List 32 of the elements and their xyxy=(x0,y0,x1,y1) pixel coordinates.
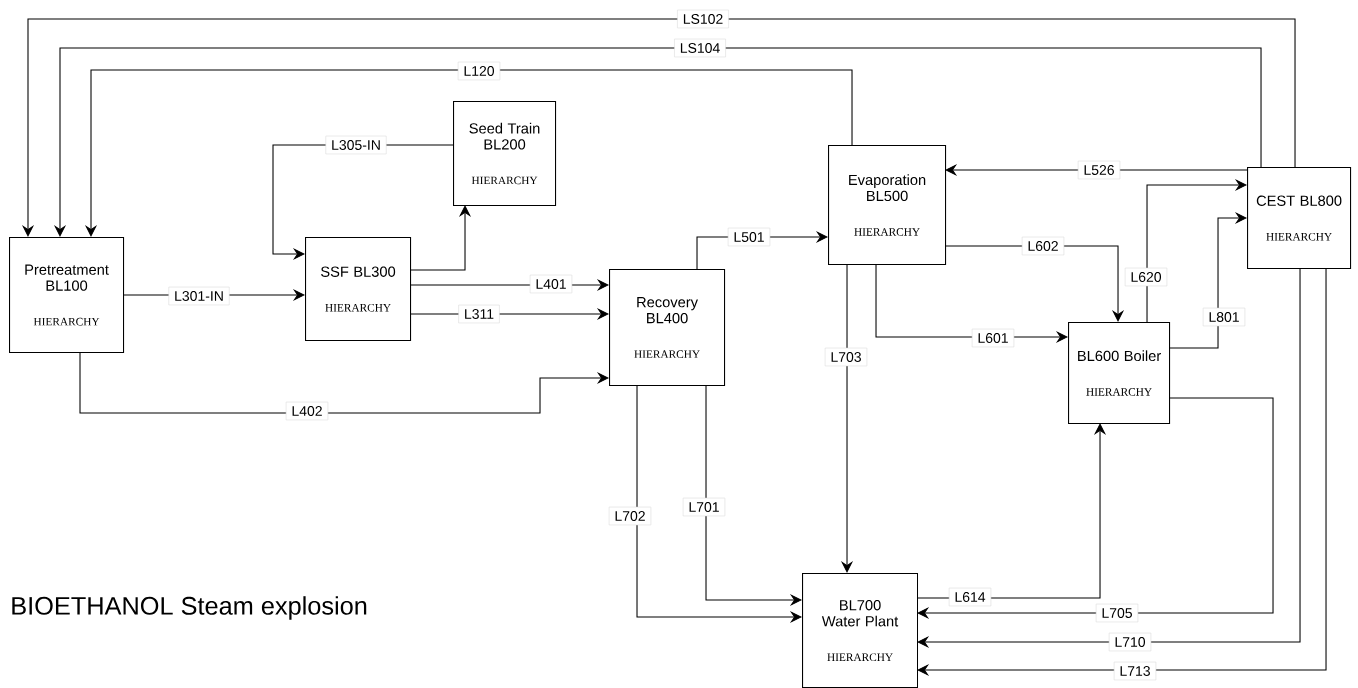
process-box: Pretreatment BL100 HIERARCHY xyxy=(9,237,125,354)
edge-label: L801 xyxy=(1202,307,1246,327)
edge-label: L614 xyxy=(948,587,992,607)
process-box: SSF BL300 HIERARCHY xyxy=(305,237,412,342)
edge-label: L601 xyxy=(971,328,1015,348)
process-box: CEST BL800 HIERARCHY xyxy=(1247,167,1352,270)
process-box: Recovery BL400 HIERARCHY xyxy=(609,269,726,387)
edge-label: L602 xyxy=(1021,236,1065,256)
arrow xyxy=(917,397,1274,620)
edge-label: L311 xyxy=(458,304,500,324)
title: BIOETHANOL Steam explosion xyxy=(12,596,367,620)
edge-label: L501 xyxy=(727,227,771,247)
edge-label: LS104 xyxy=(674,38,726,58)
edge-label: LS102 xyxy=(677,9,729,29)
edge-label: L705 xyxy=(1095,603,1139,623)
process-box: BL600 Boiler HIERARCHY xyxy=(1068,322,1171,425)
edge-label: L701 xyxy=(682,497,726,517)
edge-label: L703 xyxy=(824,347,868,367)
process-box: BL700 Water Plant HIERARCHY xyxy=(802,573,919,688)
edge-label: L620 xyxy=(1124,267,1168,287)
process-box: Seed Train BL200 HIERARCHY xyxy=(453,101,557,207)
edge-label: L702 xyxy=(608,506,652,526)
edge-label: L401 xyxy=(529,274,573,294)
edge-label: L120 xyxy=(457,61,501,81)
edge-label: L713 xyxy=(1113,661,1157,681)
edge-label: L305-IN xyxy=(325,135,387,155)
edge-label: L710 xyxy=(1108,632,1152,652)
edge-label: L402 xyxy=(285,401,329,421)
process-box: Evaporation BL500 HIERARCHY xyxy=(828,145,947,266)
edge-label: L301-IN xyxy=(168,286,230,306)
edge-label: L526 xyxy=(1077,160,1121,180)
arrow xyxy=(79,351,609,414)
